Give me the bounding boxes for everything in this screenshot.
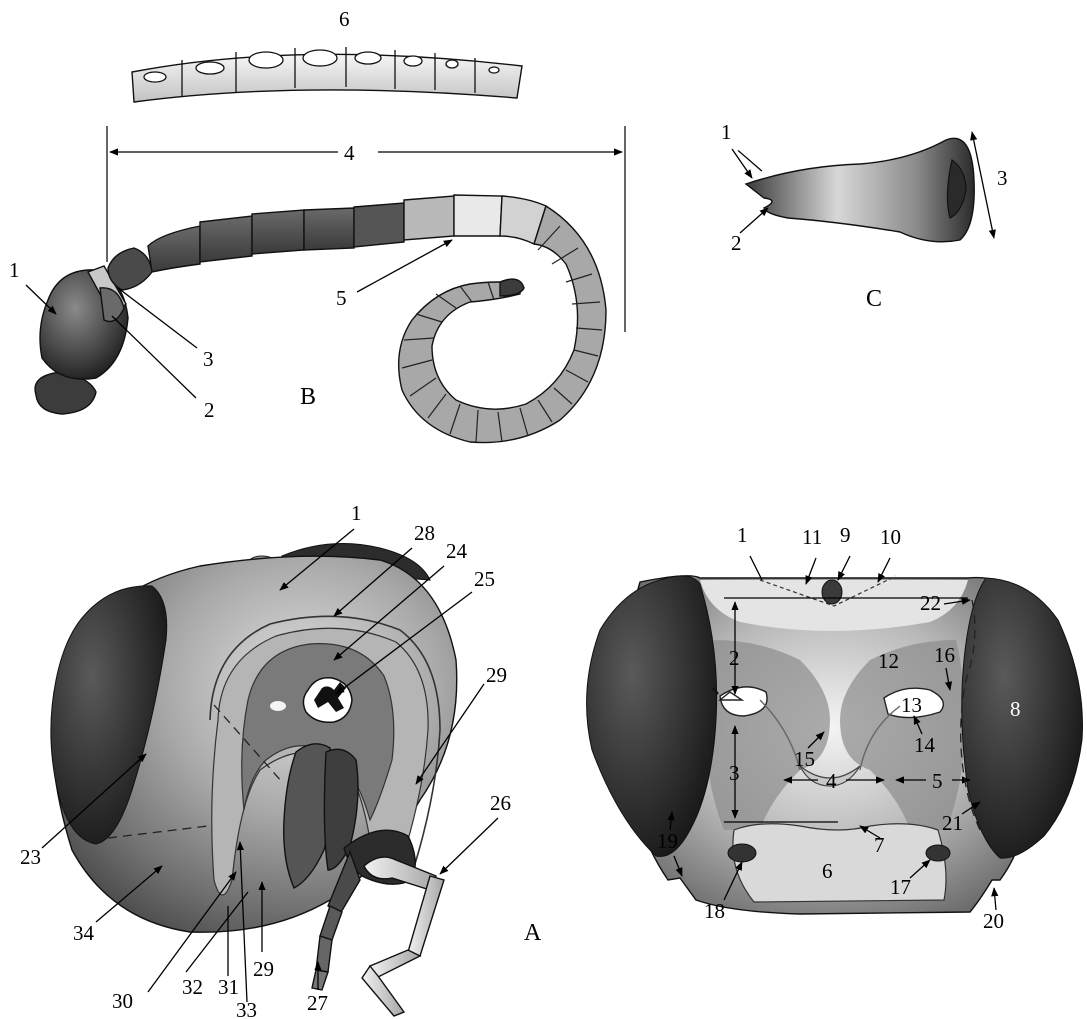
panel-label-b: B [300, 384, 316, 410]
label-3: 3 [729, 761, 740, 785]
mandible-figure: 1 2 3 C [721, 120, 1008, 312]
label-4: 4 [344, 141, 355, 165]
label-7: 7 [874, 833, 885, 857]
label-17: 17 [890, 875, 911, 899]
panel-label-a: A [524, 920, 542, 946]
mandible [746, 138, 974, 241]
antenna-figure: 6 4 [9, 7, 625, 443]
label-21: 21 [942, 811, 963, 835]
label-32: 32 [182, 975, 203, 999]
label-6: 6 [822, 859, 833, 883]
pedicel [108, 248, 152, 290]
label-11: 11 [802, 525, 822, 549]
label-18: 18 [704, 899, 725, 923]
label-1: 1 [721, 120, 732, 144]
label-31: 31 [218, 975, 239, 999]
tentorial-pit-right [926, 845, 950, 861]
label-9: 9 [840, 523, 851, 547]
label-10: 10 [880, 525, 901, 549]
antennal-socket-left [720, 687, 767, 716]
label-33: 33 [236, 998, 257, 1019]
clypeus [733, 824, 946, 902]
label-5: 5 [932, 769, 943, 793]
label-3: 3 [997, 166, 1008, 190]
label-19: 19 [657, 829, 678, 853]
label-24: 24 [446, 539, 468, 563]
label-16: 16 [934, 643, 955, 667]
label-26: 26 [490, 791, 511, 815]
compound-eye-left [587, 576, 717, 857]
label-15: 15 [794, 747, 815, 771]
head-lateral-figure: 1 28 24 25 29 26 27 23 34 30 32 31 29 33… [20, 501, 542, 1019]
label-20: 20 [983, 909, 1004, 933]
label-1: 1 [351, 501, 362, 525]
label-23: 23 [20, 845, 41, 869]
label-29b: 29 [253, 957, 274, 981]
label-30: 30 [112, 989, 133, 1013]
label-28: 28 [414, 521, 435, 545]
label-5: 5 [336, 286, 347, 310]
label-6: 6 [339, 7, 350, 31]
median-ocellus [822, 580, 842, 604]
label-13: 13 [901, 693, 922, 717]
label-29: 29 [486, 663, 507, 687]
label-12: 12 [878, 649, 899, 673]
panel-label-c: C [866, 286, 882, 312]
label-2: 2 [729, 646, 740, 670]
label-34: 34 [73, 921, 95, 945]
flagellomere-strip [132, 47, 522, 102]
tentorial-pit-left [728, 844, 756, 862]
label-2: 2 [731, 231, 742, 255]
label-1: 1 [737, 523, 748, 547]
label-4: 4 [826, 769, 837, 793]
label-22: 22 [920, 591, 941, 615]
label-3: 3 [203, 347, 214, 371]
label-2: 2 [204, 398, 215, 422]
label-8: 8 [1010, 697, 1021, 721]
flagellum [148, 195, 606, 443]
label-25: 25 [474, 567, 495, 591]
head-frontal-figure: 1 11 9 10 22 2 12 16 13 14 15 3 4 5 21 7… [587, 523, 1083, 933]
label-14: 14 [914, 733, 936, 757]
compound-eye-right [962, 578, 1083, 858]
label-1: 1 [9, 258, 20, 282]
label-27: 27 [307, 991, 328, 1015]
